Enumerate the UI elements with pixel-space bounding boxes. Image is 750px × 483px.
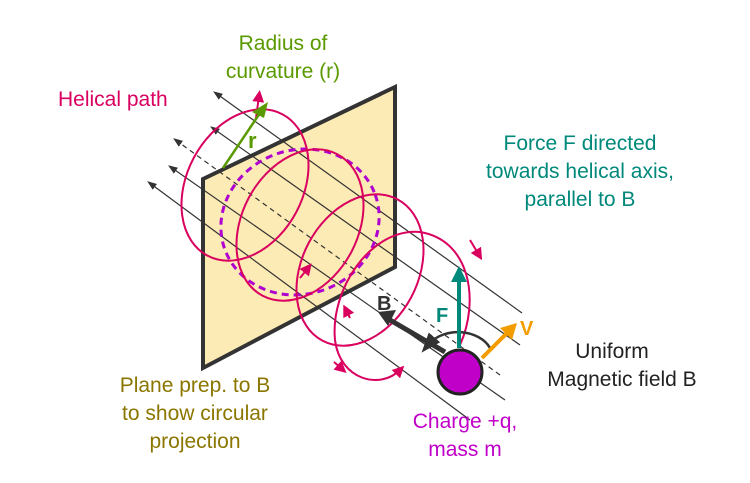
- field-caption-2: Magnetic field B: [547, 368, 696, 391]
- b-vector: [388, 317, 447, 355]
- plane-caption-3: projection: [149, 430, 240, 453]
- v-label: V: [520, 318, 534, 340]
- helix-arrow: [333, 360, 347, 373]
- force-caption-3: parallel to B: [525, 188, 636, 211]
- charge-caption-1: Charge +q,: [413, 410, 518, 433]
- b-vector-head: [378, 310, 396, 326]
- v-vector: [480, 330, 510, 360]
- plane-caption-1: Plane prep. to B: [120, 374, 271, 397]
- helix-arrow: [299, 263, 312, 279]
- radius-label: r: [248, 128, 257, 153]
- field-line: [147, 181, 471, 421]
- charge-caption-2: mass m: [428, 438, 502, 461]
- helical-path: [180, 90, 483, 381]
- plane-caption-2: to show circular: [122, 402, 268, 425]
- field-line: [213, 91, 523, 314]
- helix-loop: [235, 148, 365, 302]
- radius-arrowhead: [252, 102, 268, 118]
- force-caption-2: towards helical axis,: [486, 160, 674, 183]
- radius-arrow: [221, 109, 264, 169]
- helix-loop: [295, 193, 425, 347]
- charge-particle: [436, 348, 484, 396]
- helix-arrow: [469, 239, 483, 261]
- helix-loop: [180, 108, 310, 262]
- force-caption-1: Force F directed: [504, 132, 657, 155]
- radius-caption-1: Radius of: [239, 32, 328, 55]
- rotation-arc: [421, 330, 492, 353]
- helix-arrow: [343, 304, 355, 319]
- f-vector-head: [451, 266, 467, 282]
- helix-arrow: [252, 90, 265, 119]
- helical-path-caption: Helical path: [58, 88, 168, 111]
- b-label: B: [377, 293, 391, 315]
- f-label: F: [436, 305, 448, 327]
- v-vector-head: [500, 323, 517, 340]
- field-caption-1: Uniform: [575, 340, 649, 363]
- helical-axis: [173, 138, 501, 376]
- helix-loop: [333, 230, 471, 381]
- perpendicular-plane: [201, 83, 397, 372]
- radius-caption-2: curvature (r): [226, 60, 340, 83]
